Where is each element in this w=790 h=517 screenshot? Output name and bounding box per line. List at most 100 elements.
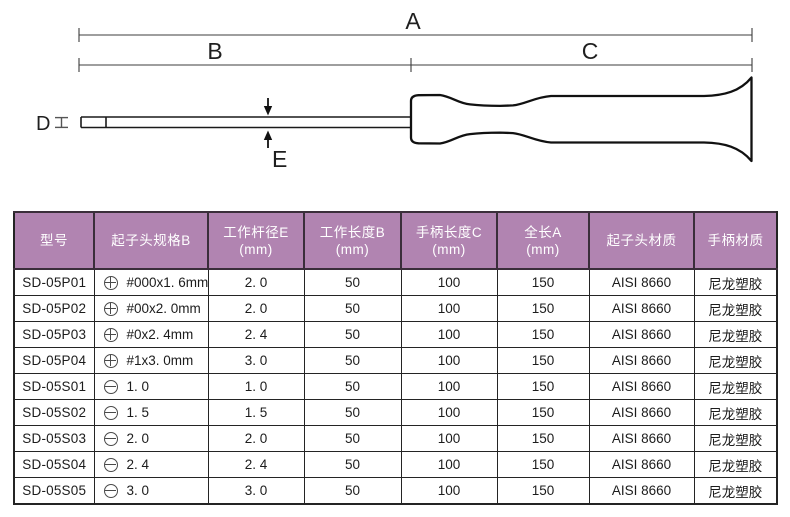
header-rod-diameter: 工作杆径E(mm) [207, 211, 305, 270]
total-length-cell: 150 [496, 373, 590, 400]
work-length-cell: 50 [303, 477, 402, 505]
label-handle-length: C [582, 38, 599, 64]
bit-spec-cell: 3. 0 [93, 477, 209, 505]
handle-length-cell: 100 [400, 347, 498, 374]
bit-spec-cell: #00x2. 0mm [93, 295, 209, 322]
bit-spec-text: #0x2. 4mm [126, 327, 194, 342]
model-cell: SD-05S03 [13, 425, 95, 452]
bit-material-cell: AISI 8660 [588, 268, 695, 296]
handle-material-cell: 尼龙塑胶 [693, 321, 778, 348]
label-rod-diameter: E [272, 146, 287, 172]
bit-spec-cell: #000x1. 6mm [93, 268, 209, 296]
total-length-cell: 150 [496, 477, 590, 505]
bit-spec-text: #1x3. 0mm [126, 353, 194, 368]
handle-material-cell: 尼龙塑胶 [693, 451, 778, 478]
spec-table: 型号 起子头规格B 工作杆径E(mm) 工作长度B(mm) 手柄长度C(mm) … [13, 211, 778, 505]
bit-spec-text: 1. 0 [126, 379, 150, 394]
bit-spec-cell: 2. 4 [93, 451, 209, 478]
handle-length-cell: 100 [400, 268, 498, 296]
total-length-cell: 150 [496, 451, 590, 478]
header-model: 型号 [13, 211, 95, 270]
bit-material-cell: AISI 8660 [588, 321, 695, 348]
total-length-cell: 150 [496, 347, 590, 374]
handle-length-cell: 100 [400, 425, 498, 452]
bit-spec-text: #000x1. 6mm [126, 275, 208, 290]
bit-spec-text: 2. 4 [126, 457, 150, 472]
handle-material-cell: 尼龙塑胶 [693, 373, 778, 400]
model-cell: SD-05P01 [13, 268, 95, 296]
model-cell: SD-05P03 [13, 321, 95, 348]
bit-material-cell: AISI 8660 [588, 295, 695, 322]
dimension-line-a [78, 28, 753, 42]
header-row: 型号 起子头规格B 工作杆径E(mm) 工作长度B(mm) 手柄长度C(mm) … [13, 211, 778, 270]
bit-material-cell: AISI 8660 [588, 399, 695, 426]
bit-spec-cell: 2. 0 [93, 425, 209, 452]
header-handle-material: 手柄材质 [693, 211, 778, 270]
table-row: SD-05S03 2. 0 2. 0 50 100 150 AISI 8660 … [13, 425, 778, 452]
slotted-icon [103, 457, 118, 472]
bit-spec-cell: 1. 0 [93, 373, 209, 400]
work-length-cell: 50 [303, 399, 402, 426]
model-cell: SD-05P02 [13, 295, 95, 322]
bit-material-cell: AISI 8660 [588, 347, 695, 374]
table-row: SD-05S05 3. 0 3. 0 50 100 150 AISI 8660 … [13, 477, 778, 505]
handle-length-cell: 100 [400, 321, 498, 348]
header-total-length: 全长A(mm) [496, 211, 590, 270]
dimension-line-bc [78, 58, 753, 72]
rod-diameter-cell: 2. 0 [207, 295, 305, 322]
rod-diameter-cell: 2. 4 [207, 321, 305, 348]
work-length-cell: 50 [303, 295, 402, 322]
model-cell: SD-05S01 [13, 373, 95, 400]
header-work-length: 工作长度B(mm) [303, 211, 402, 270]
model-cell: SD-05S04 [13, 451, 95, 478]
total-length-cell: 150 [496, 268, 590, 296]
screwdriver-diagram: A B C D [36, 8, 753, 172]
label-tip-width: D [36, 113, 50, 135]
bit-spec-text: 2. 0 [126, 431, 150, 446]
header-handle-length: 手柄长度C(mm) [400, 211, 498, 270]
handle-material-cell: 尼龙塑胶 [693, 295, 778, 322]
label-total-length: A [405, 8, 421, 34]
bit-spec-cell: #0x2. 4mm [93, 321, 209, 348]
slotted-icon [103, 431, 118, 446]
handle-length-cell: 100 [400, 477, 498, 505]
total-length-cell: 150 [496, 321, 590, 348]
table-row: SD-05P03 #0x2. 4mm 2. 4 50 100 150 AISI … [13, 321, 778, 348]
total-length-cell: 150 [496, 425, 590, 452]
bit-material-cell: AISI 8660 [588, 373, 695, 400]
work-length-cell: 50 [303, 268, 402, 296]
bit-material-cell: AISI 8660 [588, 477, 695, 505]
rod-diameter-cell: 2. 0 [207, 268, 305, 296]
table-row: SD-05S01 1. 0 1. 0 50 100 150 AISI 8660 … [13, 373, 778, 400]
rod-diameter-cell: 1. 5 [207, 399, 305, 426]
phillips-icon [103, 275, 118, 290]
bit-material-cell: AISI 8660 [588, 425, 695, 452]
total-length-cell: 150 [496, 399, 590, 426]
bit-spec-cell: #1x3. 0mm [93, 347, 209, 374]
table-row: SD-05P02 #00x2. 0mm 2. 0 50 100 150 AISI… [13, 295, 778, 322]
model-cell: SD-05S05 [13, 477, 95, 505]
phillips-icon [103, 353, 118, 368]
bit-spec-cell: 1. 5 [93, 399, 209, 426]
table-row: SD-05P01 #000x1. 6mm 2. 0 50 100 150 AIS… [13, 268, 778, 296]
bit-material-cell: AISI 8660 [588, 451, 695, 478]
work-length-cell: 50 [303, 451, 402, 478]
handle-material-cell: 尼龙塑胶 [693, 425, 778, 452]
phillips-icon [103, 301, 118, 316]
tip-width-symbol [55, 116, 68, 129]
slotted-icon [103, 405, 118, 420]
table-row: SD-05S02 1. 5 1. 5 50 100 150 AISI 8660 … [13, 399, 778, 426]
bit-spec-text: 1. 5 [126, 405, 150, 420]
model-cell: SD-05S02 [13, 399, 95, 426]
handle-material-cell: 尼龙塑胶 [693, 347, 778, 374]
total-length-cell: 150 [496, 295, 590, 322]
rod-diameter-cell: 2. 4 [207, 451, 305, 478]
rod-diameter-arrows [263, 98, 273, 148]
rod-diameter-cell: 1. 0 [207, 373, 305, 400]
shaft-outline [80, 116, 412, 129]
handle-length-cell: 100 [400, 451, 498, 478]
bit-spec-text: #00x2. 0mm [126, 301, 201, 316]
phillips-icon [103, 327, 118, 342]
header-bit-material: 起子头材质 [588, 211, 695, 270]
handle-material-cell: 尼龙塑胶 [693, 399, 778, 426]
